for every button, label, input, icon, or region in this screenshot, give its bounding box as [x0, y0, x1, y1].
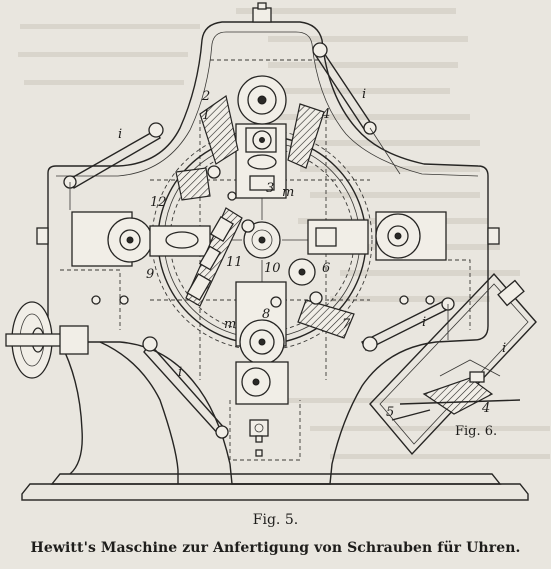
label-12: 12 [150, 195, 167, 210]
label-2: 2 [201, 89, 210, 104]
label-3: 3 [266, 181, 274, 196]
bolt-heads [91, 165, 435, 457]
right-slide-assembly [288, 211, 447, 286]
label-i-fig6: i [502, 341, 506, 356]
fig6-detail [369, 272, 537, 456]
label-4: 4 [321, 107, 330, 122]
fig5-caption: Fig. 5. [252, 512, 299, 528]
label-5: 5 [386, 405, 394, 420]
machine-frame [21, 2, 529, 501]
label-8: 8 [262, 307, 270, 322]
bottom-slide-assembly [235, 281, 355, 437]
fig6-caption: Fig. 6. [455, 424, 498, 439]
label-m-lower: m [224, 317, 236, 332]
label-1: 1 [202, 108, 210, 123]
label-11: 11 [226, 255, 243, 270]
label-9: 9 [146, 267, 154, 282]
label-6: 6 [322, 261, 330, 276]
reference-labels: i i i i i 1 2 3 4 4 5 6 7 8 9 10 11 12 m… [118, 87, 506, 420]
spindle-chuck [185, 207, 255, 307]
label-m-upper: m [282, 185, 294, 200]
figure-title: Hewitt's Maschine zur Anfertigung von Sc… [30, 540, 521, 556]
drive-pulley [5, 301, 89, 379]
label-i-upper-left: i [118, 127, 122, 142]
label-10: 10 [264, 261, 281, 276]
left-slide-assembly [71, 167, 211, 267]
lever-arms [63, 42, 455, 439]
top-slide-assembly [199, 75, 325, 199]
label-i-top-right: i [362, 87, 366, 102]
label-i-lower-right: i [422, 315, 426, 330]
label-i-lower-left: i [178, 365, 182, 380]
label-4-fig6: 4 [481, 401, 490, 416]
label-7: 7 [342, 317, 351, 332]
